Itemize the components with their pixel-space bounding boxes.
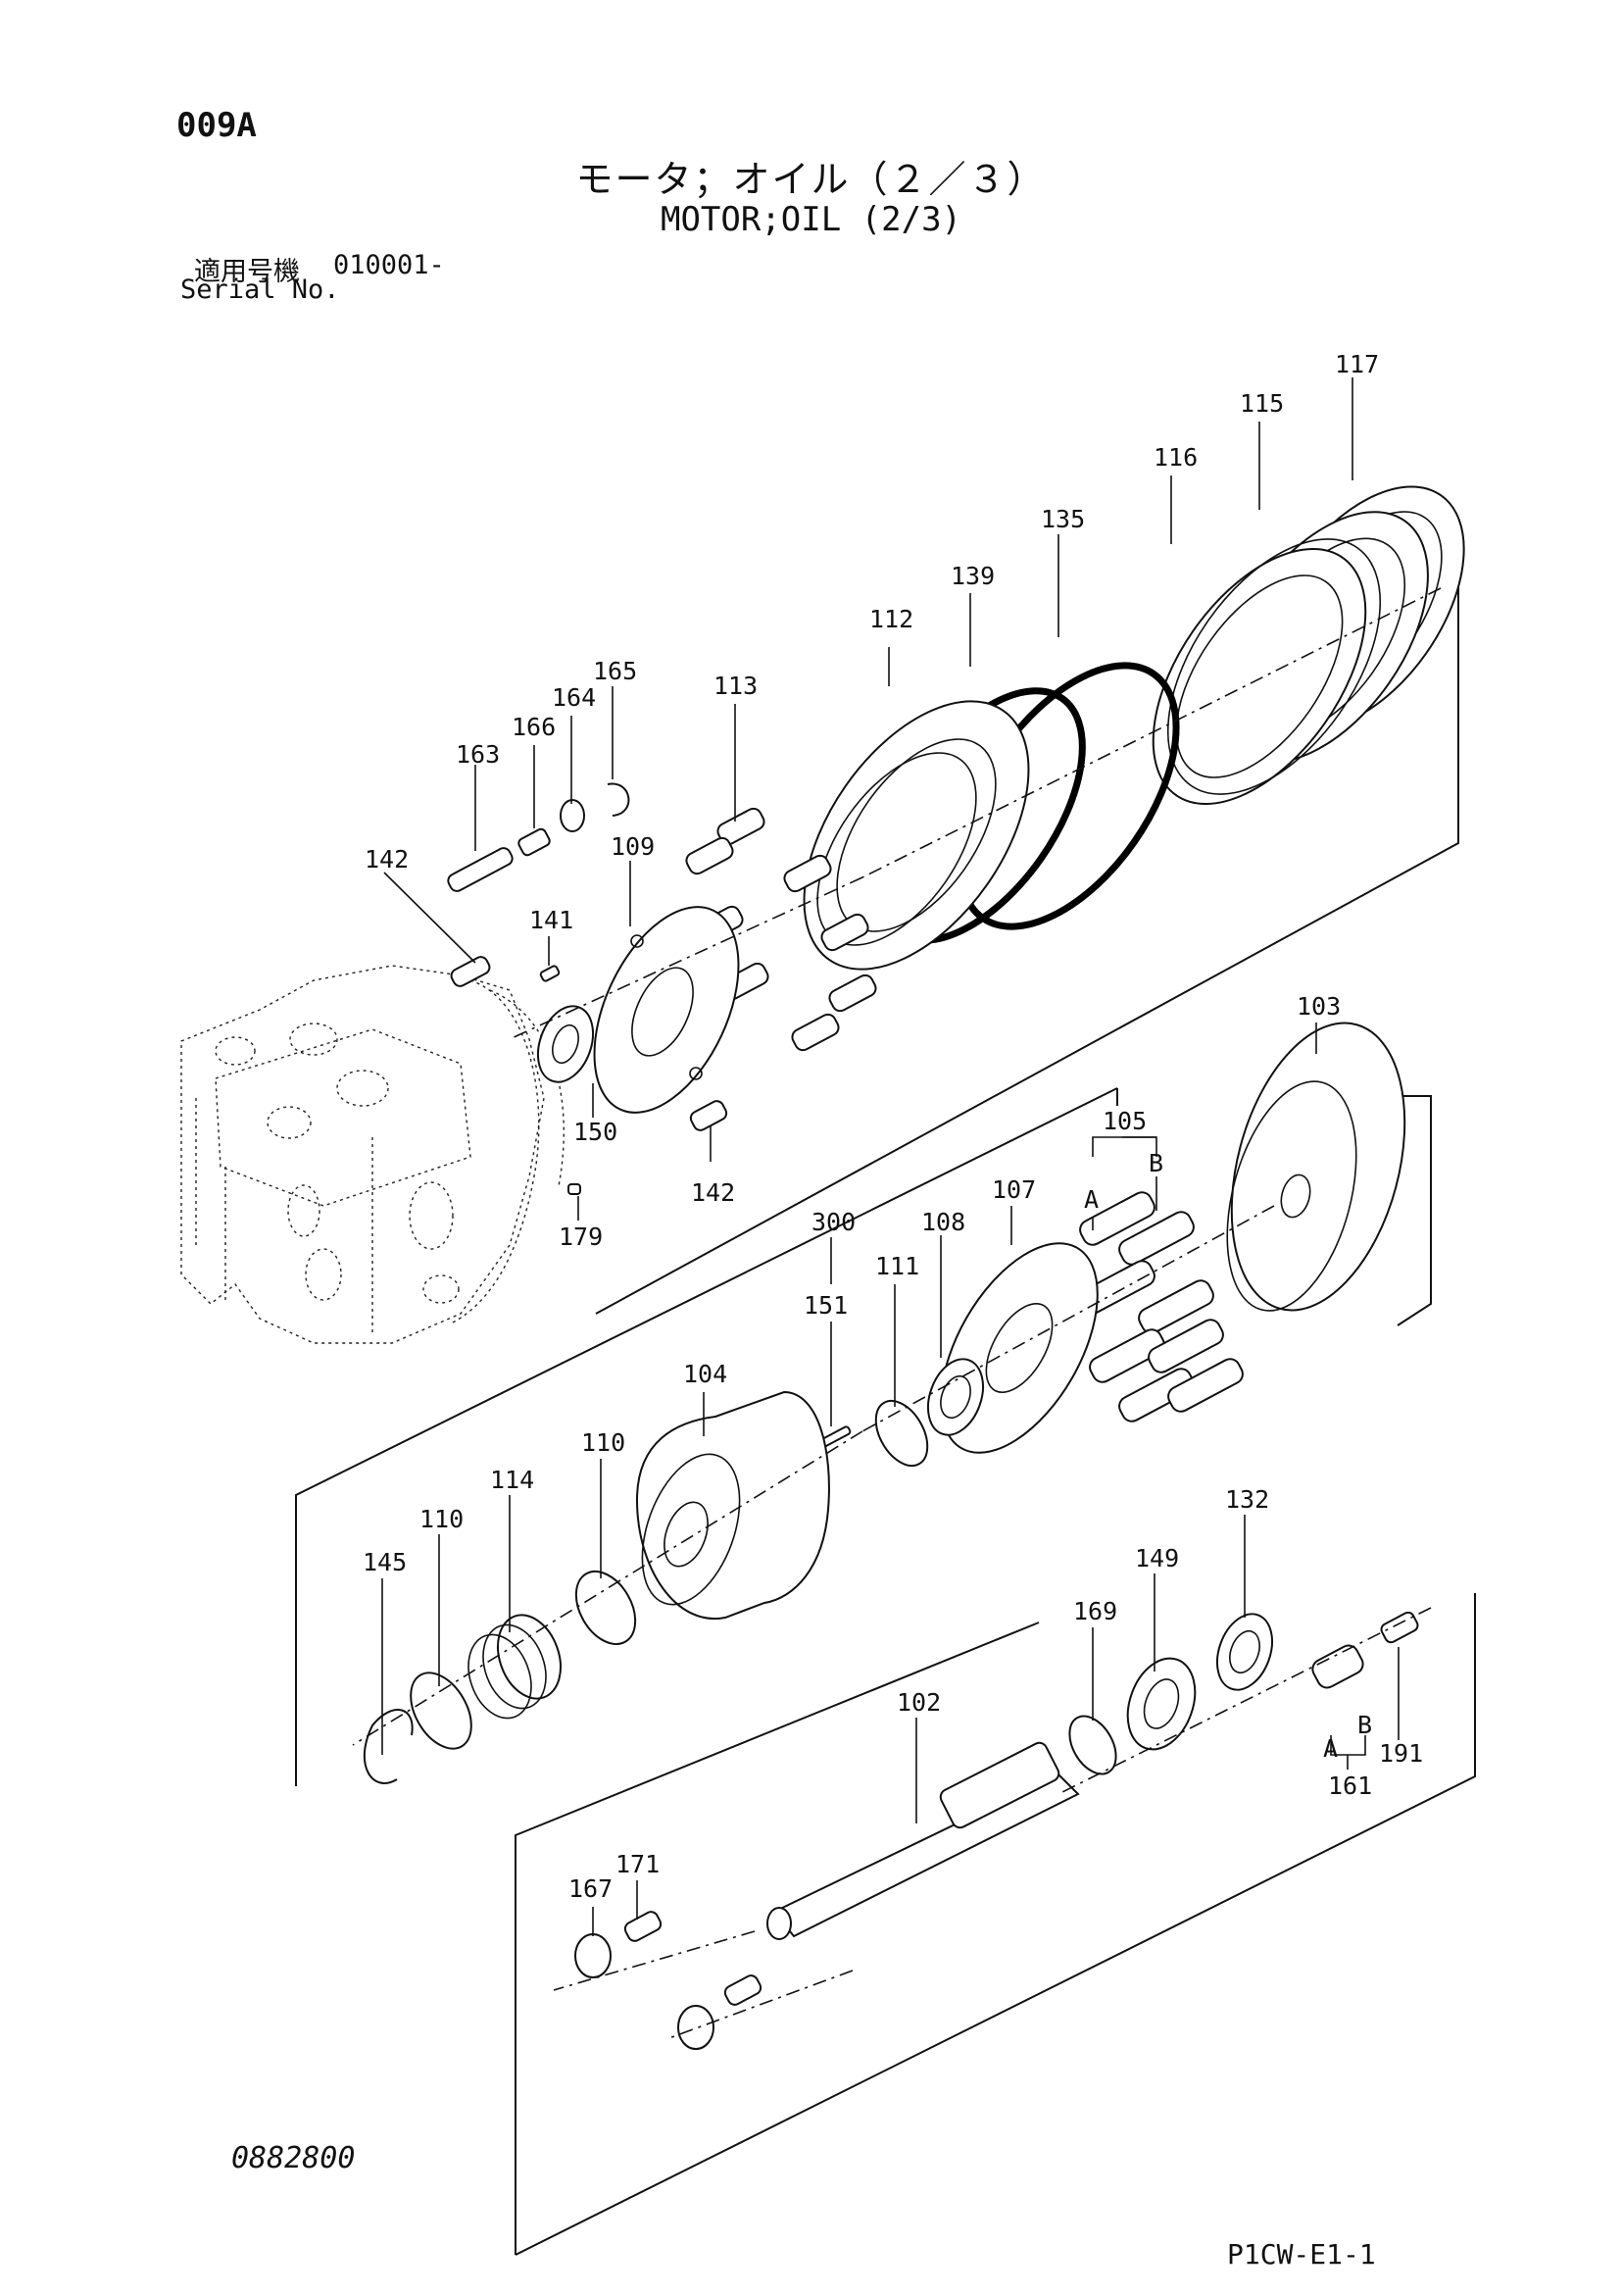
pin-142-upper (450, 956, 491, 987)
group-frame-middle (295, 1087, 1432, 1786)
callout-114: 114 (490, 1466, 534, 1494)
callout-117: 117 (1335, 350, 1379, 378)
callout-164: 164 (552, 683, 596, 712)
callout-104: 104 (683, 1360, 727, 1388)
callout-108: 108 (921, 1208, 965, 1236)
brake-piston-112 (803, 700, 1030, 971)
pin-171-lower (723, 1974, 762, 2006)
bearing-149 (1126, 1657, 1197, 1751)
pin-171-upper (623, 1911, 663, 1942)
drive-shaft-102 (766, 1741, 1080, 1940)
bearing-150 (536, 1005, 595, 1083)
ring-164 (560, 799, 585, 832)
callout-169: 169 (1073, 1597, 1117, 1625)
callout-139: 139 (951, 562, 995, 590)
callout-115: 115 (1240, 389, 1284, 418)
cylinder-block-104 (635, 1390, 830, 1621)
callout-112: 112 (869, 605, 913, 633)
pin-141 (539, 965, 561, 982)
callout-300: 300 (811, 1208, 856, 1236)
motor-housing (180, 965, 565, 1344)
callout-109: 109 (611, 832, 655, 861)
callout-161-b: B (1357, 1711, 1372, 1739)
assembly-axis-lines (352, 587, 1442, 2040)
callout-116: 116 (1154, 443, 1198, 472)
springs-113 (685, 807, 877, 1052)
callout-165: 165 (593, 657, 637, 685)
callout-166: 166 (512, 713, 556, 741)
callout-113: 113 (713, 672, 758, 700)
plug-179 (567, 1183, 581, 1195)
group-frame-lower (515, 1593, 1476, 2256)
callout-161: 161 (1328, 1772, 1372, 1800)
oil-seal-132 (1215, 1613, 1274, 1691)
snap-ring-165 (607, 782, 630, 817)
spherical-bush-108 (926, 1358, 985, 1436)
spring-166 (517, 827, 551, 857)
callout-167: 167 (568, 1874, 613, 1903)
callout-107: 107 (992, 1175, 1036, 1204)
callout-141: 141 (529, 906, 573, 934)
callout-105-b: B (1149, 1149, 1163, 1177)
plate-109 (593, 906, 740, 1114)
callout-145: 145 (363, 1548, 407, 1576)
callout-150: 150 (573, 1118, 617, 1146)
snap-ring-145 (363, 1709, 414, 1784)
serial-label-english: Serial No. (180, 275, 340, 305)
callout-135: 135 (1041, 505, 1085, 533)
callout-labels: 117 115 116 135 139 112 113 165 164 166 … (363, 350, 1423, 1903)
callout-149: 149 (1135, 1544, 1179, 1572)
callout-132: 132 (1225, 1485, 1269, 1514)
callout-161-a: A (1323, 1734, 1338, 1763)
spring-114 (467, 1614, 562, 1720)
callout-163: 163 (456, 740, 500, 769)
ring-167-upper (574, 1933, 612, 1978)
ring-167-lower (677, 2005, 714, 2050)
sheet-reference: P1CW-E1-1 (1227, 2238, 1376, 2271)
callout-151: 151 (804, 1291, 848, 1320)
plug-161 (1311, 1644, 1364, 1689)
callout-142-upper: 142 (365, 845, 409, 873)
piston-set-105 (1079, 1191, 1244, 1423)
washer-110-upper (574, 1571, 637, 1645)
callout-111: 111 (875, 1252, 919, 1280)
page-code: 009A (176, 106, 257, 145)
drawing-number: 0882800 (231, 2141, 356, 2175)
callout-103: 103 (1297, 992, 1341, 1021)
callout-142-lower: 142 (691, 1178, 735, 1207)
separator-plate-116 (1152, 538, 1382, 806)
serial-label-japanese: 適用号機 (194, 257, 300, 287)
callout-110-lower: 110 (419, 1505, 464, 1533)
leader-lines (381, 377, 1400, 1936)
spring-191 (1380, 1611, 1419, 1644)
callout-105: 105 (1103, 1107, 1147, 1135)
page-title-japanese: モータ；オイル（２／３） (575, 158, 1047, 201)
washer-110-lower (410, 1672, 472, 1750)
callout-191: 191 (1379, 1739, 1423, 1768)
pin-163 (447, 847, 514, 892)
callout-105-a: A (1084, 1185, 1099, 1214)
serial-number-value: 010001- (333, 250, 445, 280)
callout-102: 102 (897, 1688, 941, 1717)
snap-ring-169 (1068, 1715, 1117, 1775)
pin-142-lower (689, 1100, 728, 1131)
callout-171: 171 (615, 1850, 660, 1878)
ring-111 (874, 1399, 929, 1468)
page-title-english: MOTOR;OIL (2/3) (660, 200, 962, 239)
retainer-plate-107 (940, 1242, 1099, 1454)
callout-110-upper: 110 (581, 1428, 625, 1457)
valve-plate-103 (1226, 1022, 1406, 1312)
callout-179: 179 (559, 1223, 603, 1251)
